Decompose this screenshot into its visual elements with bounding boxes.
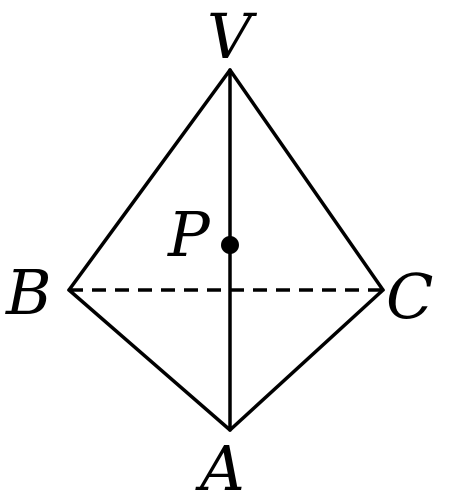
edge-ba — [67, 288, 232, 432]
vertex-label-b: B — [5, 256, 52, 329]
vertex-label-a: A — [195, 432, 245, 501]
edge-vc — [228, 68, 385, 292]
edge-ca — [228, 288, 385, 432]
edge-vb — [67, 68, 232, 292]
vertex-label-v: V — [207, 0, 258, 73]
point-label-p: P — [167, 198, 211, 271]
vertex-label-c: C — [386, 260, 433, 333]
point-p — [221, 236, 239, 254]
